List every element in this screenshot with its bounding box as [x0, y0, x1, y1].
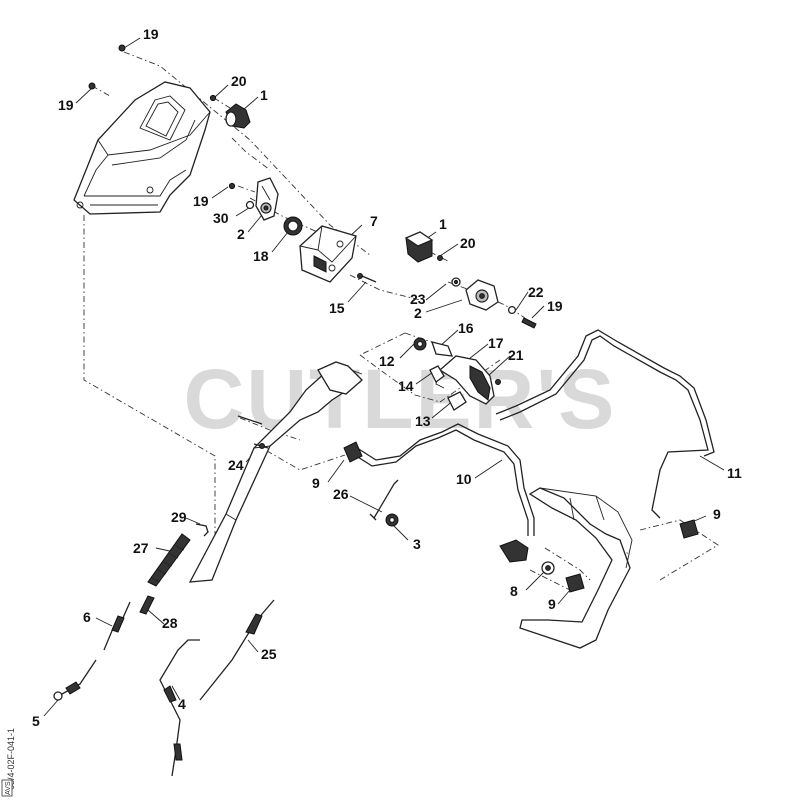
screw-19-mid — [228, 182, 236, 190]
lever-2-top — [255, 177, 279, 221]
washer-30 — [245, 200, 255, 210]
bushing-3 — [385, 513, 399, 527]
side-code: 63/4-02F-041-1 — [6, 728, 16, 790]
callout-26: 26 — [333, 486, 349, 502]
callout-5: 5 — [32, 713, 40, 729]
callout-11: 11 — [727, 465, 742, 481]
washer-23 — [451, 277, 461, 287]
bail-10 — [349, 423, 535, 536]
clip-9-mid — [565, 573, 585, 593]
cable-25 — [199, 599, 275, 701]
callout-25: 25 — [261, 646, 277, 662]
gearbox-7 — [299, 225, 357, 283]
screw-20-right — [437, 255, 443, 261]
washer-22 — [507, 305, 517, 315]
rod-26 — [369, 479, 399, 521]
callout-21: 21 — [508, 347, 524, 363]
lower-handle-right — [519, 487, 633, 649]
part-13 — [447, 391, 467, 411]
callout-labels: 19 19 20 1 19 30 2 18 7 1 20 15 23 2 22 … — [32, 26, 742, 729]
cable-6 — [103, 601, 131, 651]
callout-23: 23 — [410, 291, 426, 307]
callout-19: 19 — [193, 193, 209, 209]
callout-29: 29 — [171, 509, 187, 525]
callout-28: 28 — [162, 615, 178, 631]
clip-9-left — [343, 441, 363, 463]
hook-29 — [195, 523, 209, 537]
screw-20-top — [209, 94, 217, 102]
callout-27: 27 — [133, 540, 149, 556]
cover-housing — [73, 81, 211, 215]
callout-4: 4 — [178, 696, 186, 712]
watermark: CUTLER'S — [184, 352, 617, 446]
callout-19: 19 — [58, 97, 74, 113]
knob-1-right — [404, 231, 434, 263]
knob-1-top — [225, 103, 251, 129]
screw-15 — [357, 273, 377, 283]
screw-21 — [495, 379, 501, 385]
bail-11 — [495, 329, 715, 519]
callout-7: 7 — [370, 213, 378, 229]
bushing-12 — [413, 337, 427, 351]
callout-10: 10 — [456, 471, 472, 487]
callout-13: 13 — [415, 413, 431, 429]
spring-28 — [139, 595, 155, 615]
callout-20: 20 — [231, 73, 247, 89]
leader-lines — [43, 37, 725, 717]
callout-9: 9 — [713, 506, 721, 522]
part-16 — [431, 341, 454, 357]
gear-18 — [283, 216, 303, 236]
callout-24: 24 — [228, 457, 244, 473]
callout-18: 18 — [253, 248, 269, 264]
callout-1: 1 — [260, 87, 268, 103]
upper-handle — [188, 361, 363, 583]
bushing-8 — [541, 561, 555, 575]
side-box — [1, 779, 13, 797]
clip-10 — [499, 539, 529, 563]
callout-15: 15 — [329, 300, 345, 316]
callout-16: 16 — [458, 320, 474, 336]
callout-19: 19 — [143, 26, 159, 42]
callout-30: 30 — [213, 210, 229, 226]
callout-3: 3 — [413, 536, 421, 552]
callout-9: 9 — [548, 596, 556, 612]
spring-27 — [147, 533, 191, 587]
callout-20: 20 — [460, 235, 476, 251]
callout-19: 19 — [547, 298, 563, 314]
callout-14: 14 — [398, 378, 414, 394]
lever-2-right — [465, 279, 499, 311]
mechanism-17 — [435, 355, 495, 405]
callout-8: 8 — [510, 583, 518, 599]
callout-22: 22 — [528, 284, 544, 300]
clip-9-right — [679, 519, 699, 539]
callout-2: 2 — [237, 226, 245, 242]
cable-5 — [53, 659, 97, 701]
screw-19-left — [88, 82, 96, 90]
cable-4 — [159, 639, 200, 777]
side-box-label: AVS — [5, 781, 12, 795]
callout-12: 12 — [379, 353, 395, 369]
svg-text:63/4-02F-041-1: 63/4-02F-041-1 — [6, 728, 16, 790]
part-14 — [429, 365, 445, 383]
callout-9: 9 — [312, 475, 320, 491]
callout-1: 1 — [439, 216, 447, 232]
callout-2: 2 — [414, 305, 422, 321]
screw-24 — [237, 415, 269, 449]
callout-6: 6 — [83, 609, 91, 625]
screw-19-top — [118, 44, 126, 52]
callout-17: 17 — [488, 335, 504, 351]
screw-19-right — [521, 317, 537, 329]
